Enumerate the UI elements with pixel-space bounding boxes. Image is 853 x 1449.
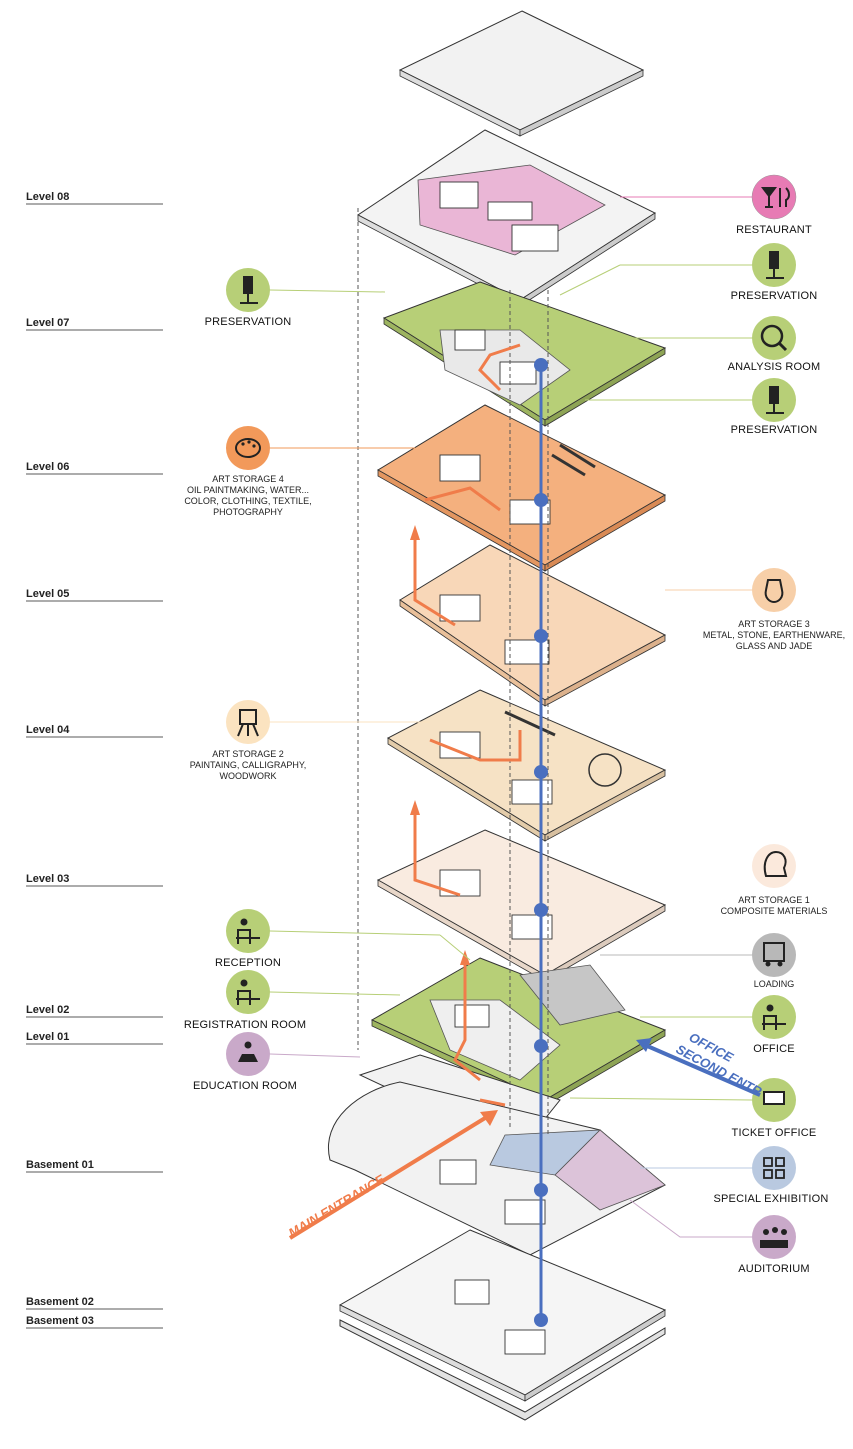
art-storage-3-title: ART STORAGE 3 xyxy=(738,619,810,629)
cocktail-cutlery-icon xyxy=(751,174,797,220)
callout-art-storage-3: ART STORAGE 3 METAL, STONE, EARTHENWARE,… xyxy=(665,568,845,651)
level-label: Basement 01 xyxy=(26,1159,94,1171)
level-label: Level 04 xyxy=(26,724,70,736)
level-05-slab xyxy=(399,544,667,707)
level-label: Level 01 xyxy=(26,1031,69,1043)
level-label: Level 07 xyxy=(26,317,69,329)
art-storage-1-line-1: COMPOSITE MATERIALS xyxy=(721,906,828,916)
art-storage-2-line-2: WOODWORK xyxy=(220,771,277,781)
special-exhibition-label: SPECIAL EXHIBITION xyxy=(713,1193,828,1205)
basement-02-slab xyxy=(338,1229,667,1402)
palette-icon xyxy=(226,426,270,470)
circulation-node xyxy=(534,493,548,507)
restaurant-rooms xyxy=(439,181,559,252)
audience-icon xyxy=(752,1215,796,1259)
vertical-core-outline xyxy=(357,208,549,1135)
basement-01-slab xyxy=(328,1081,666,1256)
level-06-slab xyxy=(377,404,667,572)
callout-special-exhibition: SPECIAL EXHIBITION xyxy=(640,1146,828,1205)
callout-office: OFFICE xyxy=(640,995,796,1055)
callout-registration-room: REGISTRATION ROOM xyxy=(184,970,401,1031)
circulation-node xyxy=(534,765,548,779)
registration-room-label: REGISTRATION ROOM xyxy=(184,1019,306,1031)
office-label: OFFICE xyxy=(753,1043,795,1055)
level-07-slab xyxy=(382,281,667,427)
loading-label: LOADING xyxy=(754,979,795,989)
level-label: Basement 03 xyxy=(26,1315,94,1327)
level-03-slab xyxy=(376,829,667,982)
analysis-room-label: ANALYSIS ROOM xyxy=(728,361,821,373)
callout-education-room: EDUCATION ROOM xyxy=(193,1032,361,1092)
easel-icon xyxy=(226,700,270,744)
art-storage-2-title: ART STORAGE 2 xyxy=(212,749,284,759)
truck-icon xyxy=(752,933,796,977)
program-callouts: RESTAURANT PRESERVATION ANALYSIS ROOM PR… xyxy=(184,174,845,1275)
level-04-slab xyxy=(386,689,667,842)
vase-icon xyxy=(752,568,796,612)
art-storage-2-line-1: PAINTAING, CALLIGRAPHY, xyxy=(190,760,307,770)
callout-preservation-left: PRESERVATION xyxy=(205,268,386,328)
preservation-right-bottom-label: PRESERVATION xyxy=(731,424,818,436)
ticket-office-label: TICKET OFFICE xyxy=(732,1127,817,1139)
level-label: Level 08 xyxy=(26,191,69,203)
roof-slab xyxy=(398,10,645,137)
preservation-right-top-label: PRESERVATION xyxy=(731,290,818,302)
circulation-node xyxy=(534,1313,548,1327)
callout-ticket-office: TICKET OFFICE xyxy=(569,1078,817,1139)
reception-label: RECEPTION xyxy=(215,957,281,969)
callout-art-storage-4: ART STORAGE 4 OIL PAINTMAKING, WATER... … xyxy=(184,426,415,517)
level-label: Level 06 xyxy=(26,461,69,473)
art-storage-3-line-2: GLASS AND JADE xyxy=(736,641,813,651)
callout-preservation-right-bottom: PRESERVATION xyxy=(585,378,817,436)
art-storage-1-title: ART STORAGE 1 xyxy=(738,895,810,905)
circulation-node xyxy=(534,358,548,372)
art-storage-4-line-3: PHOTOGRAPHY xyxy=(213,507,283,517)
callout-loading: LOADING xyxy=(600,933,796,989)
callout-art-storage-1: ART STORAGE 1 COMPOSITE MATERIALS xyxy=(721,844,828,916)
gallery-grid-icon xyxy=(752,1146,796,1190)
callout-reception: RECEPTION xyxy=(215,909,471,969)
level-label: Level 03 xyxy=(26,873,69,885)
preservation-left-label: PRESERVATION xyxy=(205,316,292,328)
circulation-node xyxy=(534,1183,548,1197)
callout-restaurant: RESTAURANT xyxy=(620,174,812,236)
art-storage-4-line-2: COLOR, CLOTHING, TEXTILE, xyxy=(184,496,311,506)
circulation-node xyxy=(534,903,548,917)
level-labels: Level 08 Level 07 Level 06 Level 05 Level 04… xyxy=(26,191,163,1329)
art-storage-4-line-1: OIL PAINTMAKING, WATER... xyxy=(187,485,309,495)
level-08-slab xyxy=(357,129,657,307)
vertical-circulation-blue xyxy=(534,358,548,1327)
auditorium-label: AUDITORIUM xyxy=(738,1263,809,1275)
magnifier-circuit-icon xyxy=(752,316,796,360)
education-room-label: EDUCATION ROOM xyxy=(193,1080,297,1092)
callout-auditorium: AUDITORIUM xyxy=(629,1199,810,1275)
callout-analysis-room: ANALYSIS ROOM xyxy=(600,316,820,373)
callout-preservation-right-top: PRESERVATION xyxy=(559,243,818,302)
sculpture-head-icon xyxy=(752,844,796,888)
level-label: Basement 02 xyxy=(26,1296,94,1308)
visitor-circulation-orange xyxy=(410,343,522,1107)
circulation-node xyxy=(534,629,548,643)
art-storage-4-title: ART STORAGE 4 xyxy=(212,474,284,484)
basement-03-slab xyxy=(339,1319,666,1421)
floor-stack xyxy=(328,10,667,1421)
circulation-node xyxy=(534,1039,548,1053)
restaurant-label: RESTAURANT xyxy=(736,224,812,236)
level-label: Level 02 xyxy=(26,1004,69,1016)
level-label: Level 05 xyxy=(26,588,69,600)
art-storage-3-line-1: METAL, STONE, EARTHENWARE, xyxy=(703,630,845,640)
callout-art-storage-2: ART STORAGE 2 PAINTAING, CALLIGRAPHY, WO… xyxy=(190,700,430,781)
main-entrance-label: MAIN ENTRANCE xyxy=(286,1171,387,1240)
